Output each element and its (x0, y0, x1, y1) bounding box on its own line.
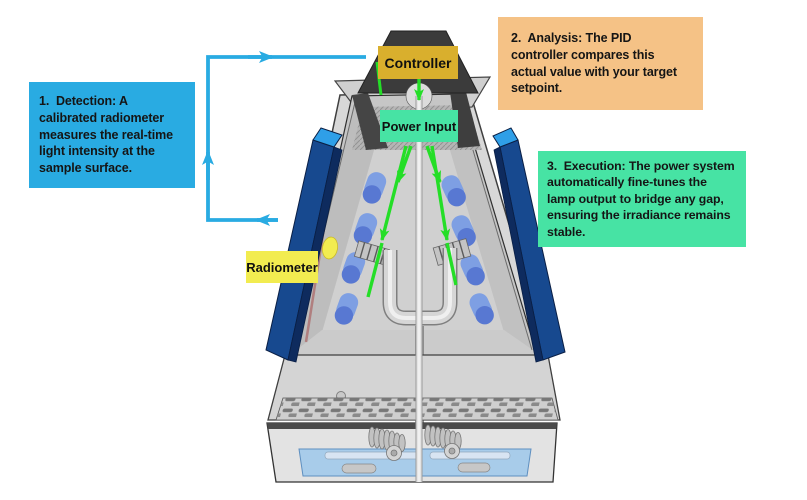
label-controller: Controller (378, 46, 458, 79)
lamp-array (334, 172, 494, 325)
base-unit (266, 354, 561, 483)
lamp (441, 175, 466, 207)
feedback-loop (202, 51, 366, 226)
lamp (362, 172, 387, 204)
side-rail-right (492, 127, 566, 363)
lamp (469, 293, 494, 325)
label-power-input: Power Input (380, 110, 458, 142)
lamp (460, 254, 485, 286)
lamp (341, 252, 366, 284)
lamp (334, 293, 359, 325)
label-radiometer: Radiometer (246, 251, 318, 283)
callout-analysis: 2. Analysis: The PID controller compares… (498, 17, 703, 110)
callout-execution: 3. Execution: The power system automatic… (538, 151, 746, 247)
radiometer-sensor (321, 236, 339, 260)
callout-detection: 1. Detection: A calibrated radiometer me… (29, 82, 195, 188)
bellows-tubes (368, 424, 462, 461)
lamp (353, 213, 378, 245)
